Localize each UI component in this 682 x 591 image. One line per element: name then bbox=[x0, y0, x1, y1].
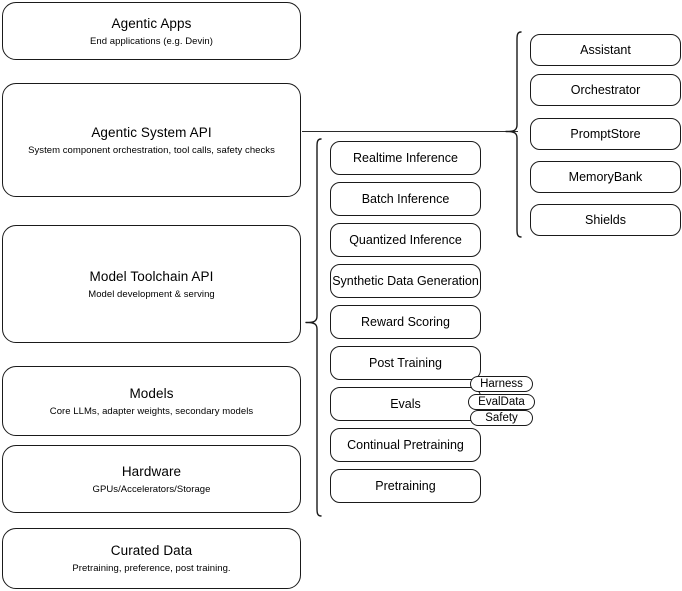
system-item-label: PromptStore bbox=[570, 127, 641, 141]
system-item-assistant[interactable]: Assistant bbox=[530, 34, 681, 66]
toolchain-item-label: Realtime Inference bbox=[353, 151, 458, 165]
bracket-system-components bbox=[505, 31, 522, 239]
eval-tag-label: Harness bbox=[480, 378, 523, 390]
system-item-promptstore[interactable]: PromptStore bbox=[530, 118, 681, 150]
layer-subtitle: End applications (e.g. Devin) bbox=[90, 35, 213, 47]
layer-box-agentic-system-api[interactable]: Agentic System API System component orch… bbox=[2, 83, 301, 197]
system-item-orchestrator[interactable]: Orchestrator bbox=[530, 74, 681, 106]
layer-title: Agentic System API bbox=[91, 124, 212, 140]
toolchain-item-label: Quantized Inference bbox=[349, 233, 462, 247]
bracket-toolchain-components bbox=[305, 138, 322, 518]
toolchain-item-evals[interactable]: Evals bbox=[330, 387, 481, 421]
toolchain-item-label: Synthetic Data Generation bbox=[332, 274, 479, 288]
bracket-system-icon bbox=[505, 31, 522, 238]
layer-subtitle: Model development & serving bbox=[88, 288, 215, 300]
layer-title: Models bbox=[129, 385, 174, 401]
toolchain-item-label: Evals bbox=[390, 397, 421, 411]
layer-subtitle: Pretraining, preference, post training. bbox=[72, 563, 231, 574]
toolchain-item-quantized-inference[interactable]: Quantized Inference bbox=[330, 223, 481, 257]
layer-box-hardware[interactable]: Hardware GPUs/Accelerators/Storage bbox=[2, 445, 301, 513]
toolchain-item-synthetic-data-generation[interactable]: Synthetic Data Generation bbox=[330, 264, 481, 298]
layer-title: Curated Data bbox=[110, 543, 193, 558]
layer-box-agentic-apps[interactable]: Agentic Apps End applications (e.g. Devi… bbox=[2, 2, 301, 60]
layer-subtitle: GPUs/Accelerators/Storage bbox=[92, 483, 211, 495]
system-item-label: Assistant bbox=[580, 43, 631, 57]
layer-box-model-toolchain-api[interactable]: Model Toolchain API Model development & … bbox=[2, 225, 301, 343]
toolchain-item-label: Continual Pretraining bbox=[347, 438, 464, 452]
toolchain-item-label: Post Training bbox=[369, 356, 442, 370]
toolchain-item-label: Reward Scoring bbox=[361, 315, 450, 329]
toolchain-item-label: Pretraining bbox=[375, 479, 436, 493]
layer-title: Hardware bbox=[121, 463, 182, 479]
bracket-toolchain-icon bbox=[305, 138, 322, 517]
toolchain-item-batch-inference[interactable]: Batch Inference bbox=[330, 182, 481, 216]
eval-tag-evaldata[interactable]: EvalData bbox=[468, 394, 535, 410]
eval-tag-harness[interactable]: Harness bbox=[470, 376, 533, 392]
toolchain-item-post-training[interactable]: Post Training bbox=[330, 346, 481, 380]
system-item-label: MemoryBank bbox=[568, 170, 643, 184]
layer-box-models[interactable]: Models Core LLMs, adapter weights, secon… bbox=[2, 366, 301, 436]
layer-subtitle: System component orchestration, tool cal… bbox=[28, 144, 275, 156]
system-item-shields[interactable]: Shields bbox=[530, 204, 681, 236]
connector-line-system-api bbox=[302, 131, 518, 132]
toolchain-item-pretraining[interactable]: Pretraining bbox=[330, 469, 481, 503]
toolchain-item-reward-scoring[interactable]: Reward Scoring bbox=[330, 305, 481, 339]
system-item-label: Shields bbox=[585, 213, 626, 227]
eval-tag-label: Safety bbox=[485, 412, 518, 424]
layer-box-curated-data[interactable]: Curated Data Pretraining, preference, po… bbox=[2, 528, 301, 589]
layer-title: Agentic Apps bbox=[111, 15, 192, 31]
toolchain-item-realtime-inference[interactable]: Realtime Inference bbox=[330, 141, 481, 175]
toolchain-item-continual-pretraining[interactable]: Continual Pretraining bbox=[330, 428, 481, 462]
eval-tag-label: EvalData bbox=[478, 396, 525, 408]
layer-title: Model Toolchain API bbox=[89, 268, 214, 284]
system-item-memorybank[interactable]: MemoryBank bbox=[530, 161, 681, 193]
system-item-label: Orchestrator bbox=[570, 83, 641, 97]
toolchain-item-label: Batch Inference bbox=[361, 192, 450, 206]
eval-tag-safety[interactable]: Safety bbox=[470, 410, 533, 426]
layer-subtitle: Core LLMs, adapter weights, secondary mo… bbox=[49, 405, 254, 417]
